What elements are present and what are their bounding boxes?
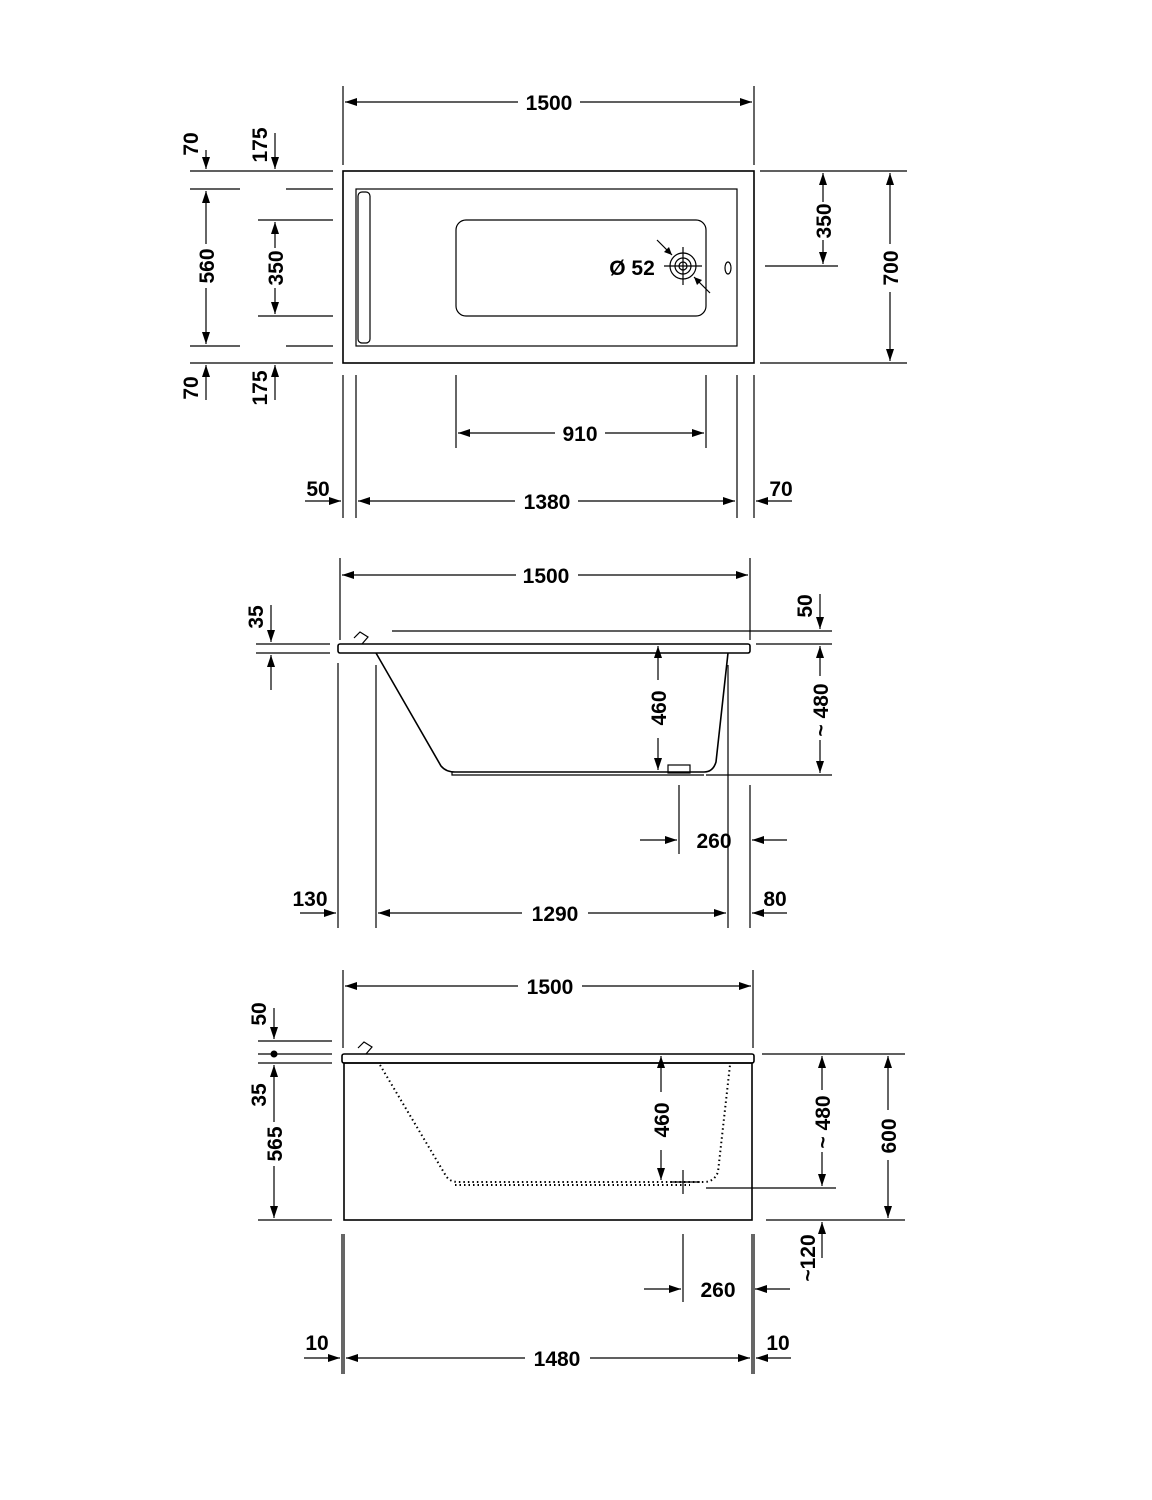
dim-side-top-offset: 50	[794, 594, 817, 617]
dim-panel-length: 1500	[527, 976, 574, 999]
dim-left-bottom-edge: 70	[180, 376, 203, 399]
dim-inner-length: 1380	[524, 491, 571, 514]
dim-top-length: 1500	[526, 92, 573, 115]
dim-drain-diameter: Ø 52	[609, 257, 655, 280]
dim-panel-top-gap: 50	[248, 1002, 271, 1025]
tub-headrest-edge	[357, 191, 371, 344]
dim-panel-total-height: 600	[878, 1118, 901, 1153]
junction-dot-icon	[270, 1050, 278, 1058]
dim-side-left-overhang: 130	[292, 888, 327, 911]
panel-view: 1500 50 35 565 460 ~ 480	[248, 970, 905, 1374]
side-view: 1500 35 50 460 ~ 480 260	[245, 558, 833, 928]
dim-side-right-overhang: 80	[763, 888, 786, 911]
dim-side-drain: 260	[696, 830, 731, 853]
dim-panel-feet: ~120	[797, 1234, 820, 1281]
dim-side-inner-length: 1290	[532, 903, 579, 926]
tub-outline-top	[342, 170, 755, 364]
tub-basin-floor	[455, 219, 707, 317]
headrest-panel-icon	[357, 1041, 373, 1055]
top-view: 1500 350 700 70 175 560	[180, 86, 907, 518]
dim-panel-drain: 260	[700, 1279, 735, 1302]
dim-right-rim: 70	[769, 478, 792, 501]
drain-side-icon	[667, 764, 691, 774]
tub-hidden-body	[379, 1064, 731, 1183]
overflow-icon	[724, 261, 732, 275]
dim-left-rim: 50	[306, 478, 329, 501]
dim-side-length: 1500	[523, 565, 570, 588]
dim-panel-height: 565	[264, 1126, 287, 1161]
dim-panel-left-inset: 10	[305, 1332, 328, 1355]
dim-left-top-inset: 175	[249, 127, 272, 162]
dim-panel-depth: 460	[651, 1102, 674, 1137]
dim-left-inner: 350	[265, 250, 288, 285]
dim-panel-rim: 35	[248, 1083, 271, 1107]
drain-icon	[656, 239, 711, 294]
dim-top-width: 700	[880, 250, 903, 285]
tub-rim-side	[337, 643, 751, 654]
dim-basin-length: 910	[562, 423, 597, 446]
dim-side-depth: 460	[648, 690, 671, 725]
dim-panel-tub-height: ~ 480	[812, 1095, 835, 1148]
dim-left-middle: 560	[196, 248, 219, 283]
tub-front-panel	[343, 1062, 753, 1221]
dim-panel-front-length: 1480	[534, 1348, 581, 1371]
tub-inner-rim	[355, 188, 738, 347]
dim-side-rim: 35	[245, 605, 268, 629]
dim-side-height: ~ 480	[810, 683, 833, 736]
tub-rim-panel	[341, 1053, 755, 1064]
tub-body-side	[375, 652, 729, 773]
tub-foot-side	[451, 772, 704, 776]
dim-panel-right-inset: 10	[766, 1332, 789, 1355]
headrest-side-icon	[353, 631, 369, 645]
dim-left-bottom-inset: 175	[249, 370, 272, 405]
dim-left-top-edge: 70	[180, 132, 203, 155]
dim-drain-offset: 350	[813, 203, 836, 238]
